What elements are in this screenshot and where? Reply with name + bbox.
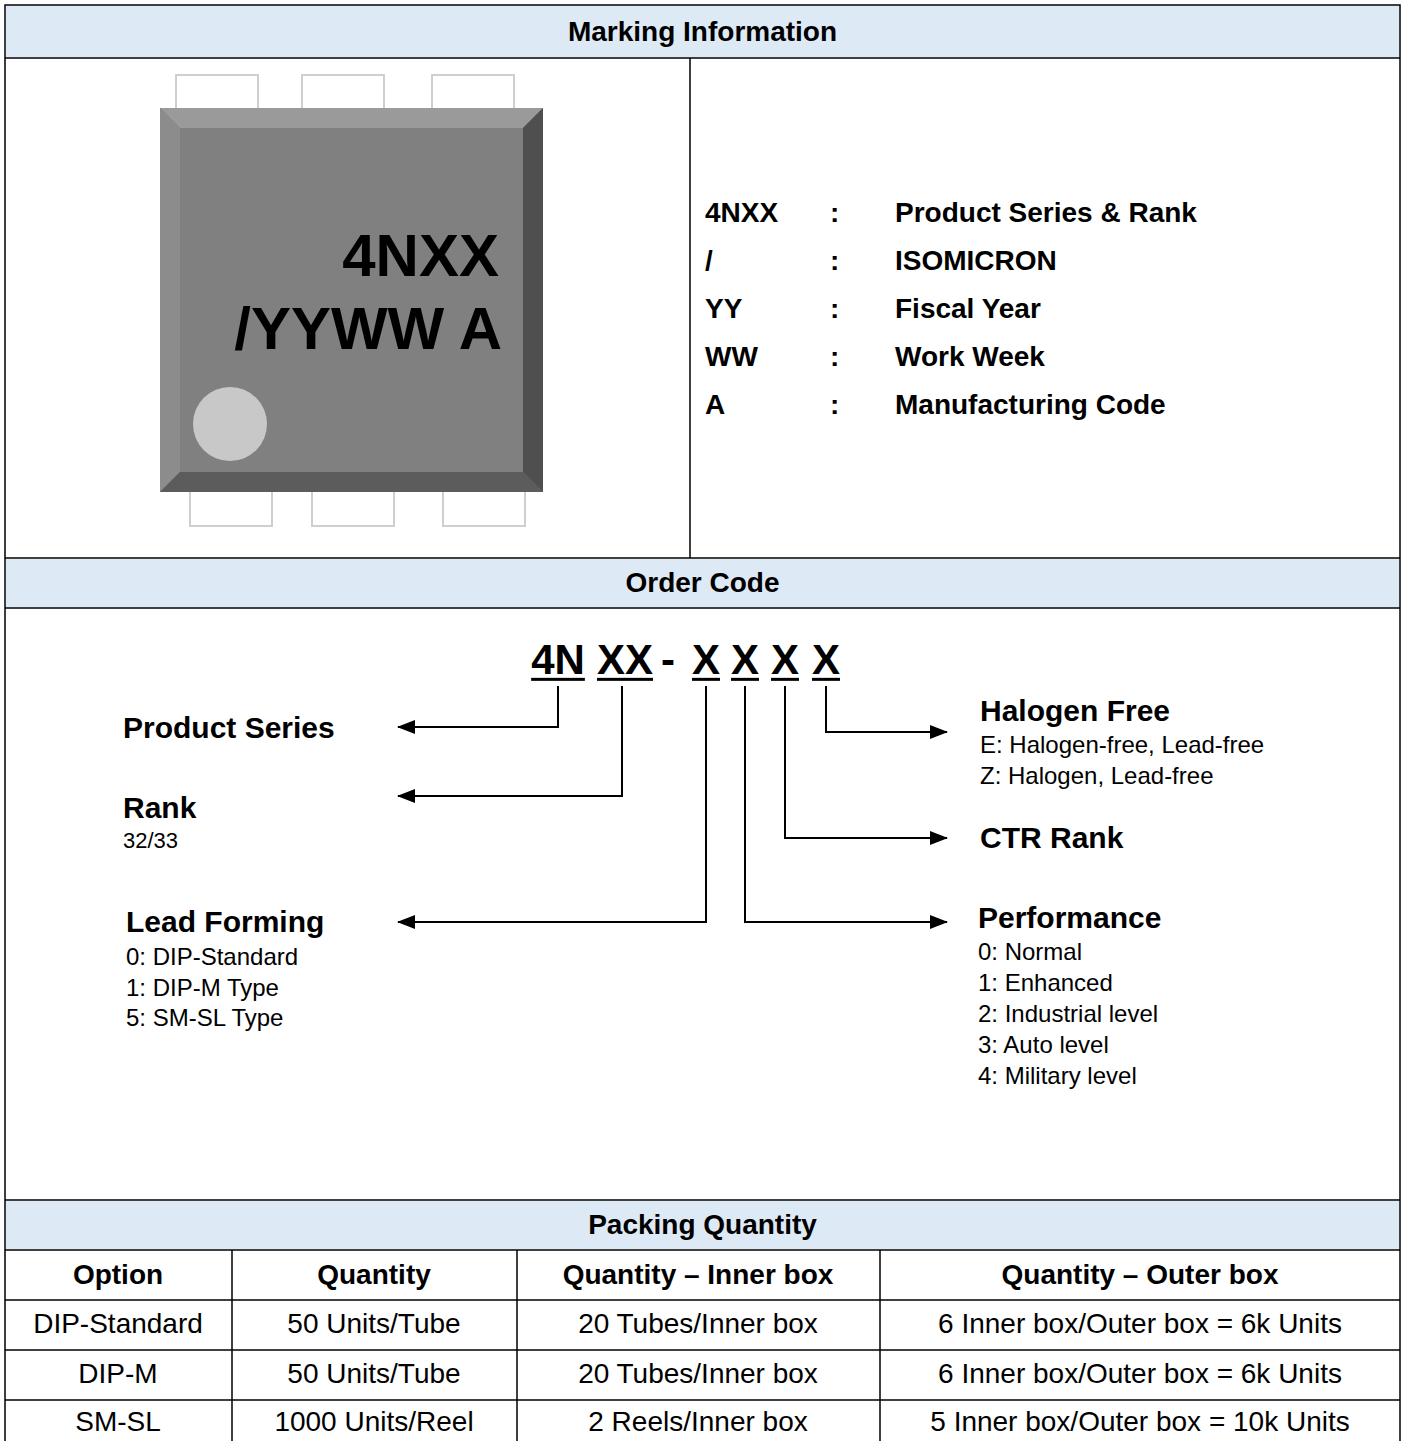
leader-arrow: [398, 686, 558, 727]
separator: :: [830, 245, 839, 277]
marking-key: A: [705, 389, 725, 421]
code-dash: -: [661, 636, 675, 684]
section-title: Marking Information: [568, 16, 837, 48]
marking-meaning: ISOMICRON: [895, 245, 1057, 277]
code-part: 4N: [531, 636, 585, 684]
leader-arrow: [398, 686, 706, 922]
section-header: Marking Information: [6, 6, 1399, 57]
leader-lines: [398, 686, 947, 922]
table-cell: 6 Inner box/Outer box = 6k Units: [938, 1308, 1342, 1340]
code-part: X: [812, 636, 840, 684]
leader-arrow: [785, 686, 947, 838]
chip-body: 4NXX/YYWW A: [161, 109, 542, 491]
chip-marking: /YYWW A: [234, 299, 502, 359]
field-name: CTR Rank: [980, 821, 1123, 856]
marking-key: /: [705, 245, 713, 277]
field-name: Lead Forming: [126, 905, 324, 940]
field-option: 2: Industrial level: [978, 1000, 1158, 1028]
field-option: 1: Enhanced: [978, 969, 1113, 997]
field-option: 1: DIP-M Type: [126, 974, 279, 1002]
field-name: Product Series: [123, 711, 335, 746]
code-part: XX: [597, 636, 653, 684]
field-option: 32/33: [123, 828, 178, 853]
field-option: 4: Military level: [978, 1062, 1137, 1090]
table-cell: 1000 Units/Reel: [274, 1406, 473, 1438]
field-option: 0: Normal: [978, 938, 1082, 966]
separator: :: [830, 341, 839, 373]
section-title: Packing Quantity: [588, 1209, 817, 1241]
marking-key: YY: [705, 293, 742, 325]
chip-illustration: [160, 75, 543, 526]
table-cell: 5 Inner box/Outer box = 10k Units: [930, 1406, 1349, 1438]
code-part: X: [692, 636, 720, 684]
code-part: X: [771, 636, 799, 684]
table-cell: 20 Tubes/Inner box: [578, 1358, 818, 1390]
table-header: Quantity – Outer box: [1002, 1259, 1279, 1291]
leader-arrow: [398, 686, 622, 796]
table-header: Quantity – Inner box: [563, 1259, 834, 1291]
leader-arrow: [745, 686, 947, 922]
separator: :: [830, 293, 839, 325]
section-title: Order Code: [625, 567, 779, 599]
table-cell: 6 Inner box/Outer box = 6k Units: [938, 1358, 1342, 1390]
table-header: Quantity: [317, 1259, 431, 1291]
table-cell: DIP-Standard: [33, 1308, 203, 1340]
marking-meaning: Product Series & Rank: [895, 197, 1197, 229]
field-option: 0: DIP-Standard: [126, 943, 298, 971]
separator: :: [830, 389, 839, 421]
table-cell: SM-SL: [75, 1406, 161, 1438]
table-cell: 20 Tubes/Inner box: [578, 1308, 818, 1340]
section-header: Packing Quantity: [6, 1201, 1399, 1249]
marking-meaning: Fiscal Year: [895, 293, 1041, 325]
separator: :: [830, 197, 839, 229]
field-option: 3: Auto level: [978, 1031, 1109, 1059]
field-name: Halogen Free: [980, 694, 1170, 729]
section-header: Order Code: [6, 559, 1399, 607]
marking-key: 4NXX: [705, 197, 778, 229]
table-cell: 2 Reels/Inner box: [588, 1406, 807, 1438]
marking-meaning: Manufacturing Code: [895, 389, 1166, 421]
table-grid: [5, 5, 1400, 1441]
marking-key: WW: [705, 341, 758, 373]
leader-arrow: [826, 686, 947, 732]
field-name: Performance: [978, 901, 1161, 936]
table-cell: 50 Units/Tube: [287, 1308, 460, 1340]
marking-meaning: Work Week: [895, 341, 1045, 373]
table-cell: DIP-M: [78, 1358, 157, 1390]
field-name: Rank: [123, 791, 196, 826]
table-cell: 50 Units/Tube: [287, 1358, 460, 1390]
field-option: 5: SM-SL Type: [126, 1004, 283, 1032]
code-part: X: [731, 636, 759, 684]
chip-marking: 4NXX: [342, 226, 499, 286]
field-option: Z: Halogen, Lead-free: [980, 762, 1213, 790]
table-header: Option: [73, 1259, 163, 1291]
field-option: E: Halogen-free, Lead-free: [980, 731, 1264, 759]
